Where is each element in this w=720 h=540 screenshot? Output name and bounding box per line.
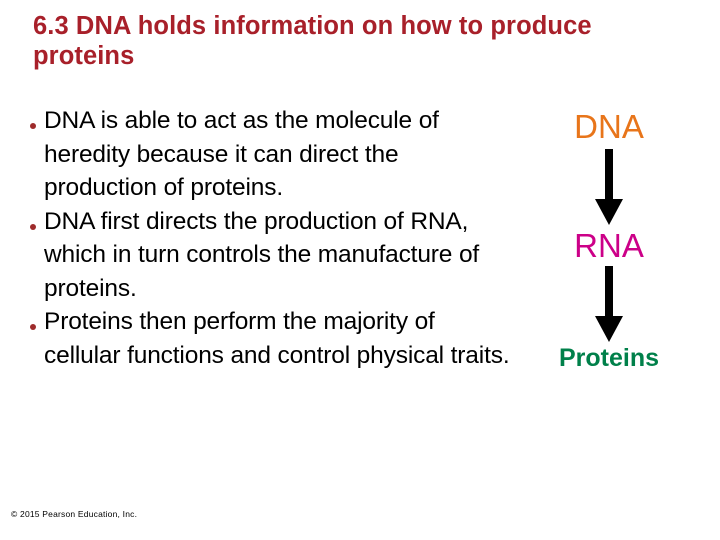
flow-step-rna: RNA: [574, 227, 644, 264]
bullet-dot-icon: [22, 104, 44, 134]
copyright-notice: © 2015 Pearson Education, Inc.: [11, 509, 138, 519]
page-title: 6.3 DNA holds information on how to prod…: [33, 12, 592, 70]
down-arrow-icon: [498, 264, 720, 346]
bullet-dot-icon: [22, 305, 44, 335]
flow-step-dna: DNA: [574, 108, 644, 145]
list-item: Proteins then perform the majority of ce…: [22, 305, 514, 372]
bullet-text: DNA first directs the production of RNA,…: [44, 207, 480, 302]
list-item: DNA first directs the production of RNA,…: [22, 205, 514, 306]
central-dogma-flow-diagram: DNA RNA Proteins: [498, 104, 720, 371]
down-arrow-icon: [498, 147, 720, 229]
bullet-text: Proteins then perform the majority of ce…: [44, 308, 510, 369]
bullet-text: DNA is able to act as the molecule of he…: [44, 107, 439, 201]
flow-step-proteins: Proteins: [558, 344, 660, 372]
bullet-list: DNA is able to act as the molecule of he…: [22, 104, 514, 372]
list-item: DNA is able to act as the molecule of he…: [22, 104, 514, 205]
bullet-dot-icon: [22, 205, 44, 235]
